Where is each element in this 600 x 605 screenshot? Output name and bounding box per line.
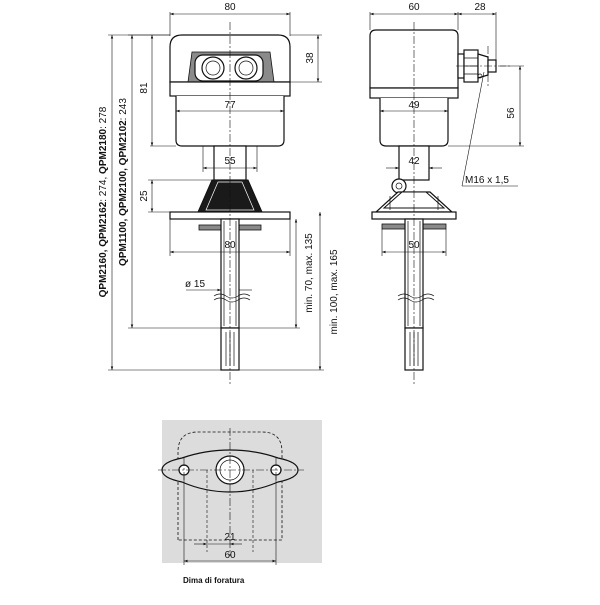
side-locking-screw bbox=[391, 178, 407, 194]
dim-total-height: 81 bbox=[139, 82, 150, 94]
dim-side-flange: 50 bbox=[408, 240, 420, 251]
dim-side-gland: 28 bbox=[474, 2, 486, 13]
template-plate-outline bbox=[177, 431, 283, 541]
front-view: 80 38 81 77 55 25 80 ø 15 bbox=[98, 2, 340, 385]
dim-neck: 55 bbox=[224, 156, 236, 167]
cable-gland-bosses bbox=[187, 51, 275, 83]
dim-flange: 80 bbox=[224, 240, 236, 251]
thread-label: M16 x 1,5 bbox=[465, 175, 509, 186]
dim-length-long: min. 100, max. 165 bbox=[329, 249, 340, 334]
dim-template-width: 60 bbox=[224, 550, 236, 561]
gland-right bbox=[234, 56, 258, 80]
dim-inner-width: 77 bbox=[224, 100, 236, 111]
dim-side-width: 60 bbox=[408, 2, 420, 13]
dim-side-gland-height: 56 bbox=[506, 107, 517, 119]
drilling-template: 21 60 Dima di foratura bbox=[158, 420, 322, 585]
side-cable-gland bbox=[456, 46, 512, 86]
side-tube-break bbox=[397, 293, 435, 303]
dim-side-neck: 42 bbox=[408, 156, 420, 167]
models-short-label: QPM1100, QPM2100, QPM2102: 243 bbox=[118, 98, 129, 266]
dim-length-short: min. 70, max. 135 bbox=[304, 233, 315, 313]
side-view: 60 28 49 56 42 M16 x 1,5 50 bbox=[369, 2, 524, 385]
dim-housing-height: 38 bbox=[305, 52, 316, 64]
template-caption: Dima di foratura bbox=[183, 576, 245, 585]
models-long-label: QPM2160, QPM2162: 274, QPM2180: 278 bbox=[98, 106, 109, 297]
side-housing bbox=[369, 29, 459, 89]
gland-left bbox=[201, 56, 225, 80]
dim-bracket-height: 25 bbox=[139, 190, 150, 202]
front-tube-break bbox=[213, 293, 251, 303]
dim-side-inner-width: 49 bbox=[408, 100, 420, 111]
dim-tube: ø 15 bbox=[185, 279, 205, 290]
dim-width-top: 80 bbox=[224, 2, 236, 13]
dim-template-hole-spacing: 21 bbox=[224, 532, 236, 543]
